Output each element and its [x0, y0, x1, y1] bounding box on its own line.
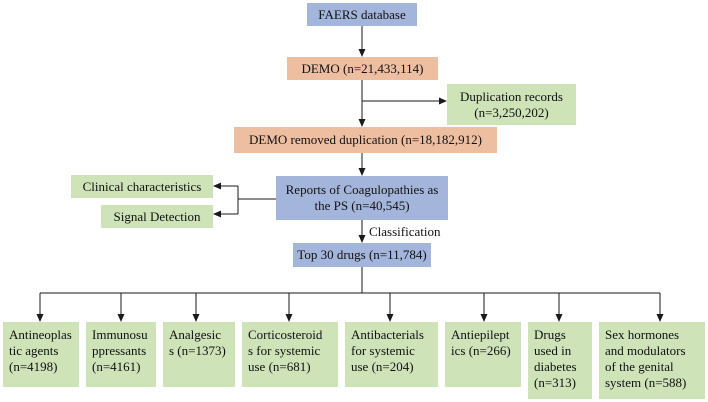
classification-label: Classification: [369, 224, 441, 239]
category-line: and modulators: [605, 343, 686, 358]
category-text: Analgesic s (n=1373): [169, 327, 226, 359]
signal-detection-node: Signal Detection: [101, 205, 213, 228]
category-line: Drugs: [534, 327, 566, 342]
coagulopathies-reports-node: Reports of Coagulopathies as the PS (n=4…: [276, 176, 448, 220]
category-line: use (n=681): [248, 359, 311, 374]
category-text: Antiepilept ics (n=266): [451, 327, 511, 359]
duplication-records-label: Duplication records (n=3,250,202): [460, 88, 563, 120]
category-text: Corticosteroid s for systemic use (n=681…: [248, 327, 322, 375]
demo-removed-duplication-label: DEMO removed duplication (n=18,182,912): [249, 132, 482, 147]
category-line: Corticosteroid: [248, 327, 323, 342]
category-text: Drugs used in diabetes (n=313): [534, 327, 577, 391]
coagulopathies-line-2: the PS (n=40,545): [314, 198, 410, 213]
category-line: for systemic: [351, 343, 415, 358]
category-text: Antibacterials for systemic use (n=204): [351, 327, 424, 375]
top-30-drugs-node: Top 30 drugs (n=11,784): [293, 243, 431, 267]
category-line: Antineoplas: [9, 327, 72, 342]
category-text: Antineoplas tic agents (n=4198): [9, 327, 72, 375]
category-line: Analgesic: [169, 327, 221, 342]
category-line: s (n=1373): [169, 343, 226, 358]
clinical-characteristics-label: Clinical characteristics: [82, 178, 202, 194]
category-line: Immunosu: [92, 327, 148, 342]
category-immunosuppressants: Immunosu ppressants (n=4161): [86, 322, 156, 387]
category-line: Antibacterials: [351, 327, 424, 342]
signal-detection-label: Signal Detection: [113, 208, 201, 224]
category-line: diabetes: [534, 359, 577, 374]
category-antibacterials: Antibacterials for systemic use (n=204): [345, 322, 438, 387]
duplication-records-node: Duplication records (n=3,250,202): [447, 84, 576, 125]
category-line: (n=4198): [9, 359, 58, 374]
category-line: s for systemic: [248, 343, 321, 358]
clinical-characteristics-node: Clinical characteristics: [71, 175, 213, 198]
category-line: use (n=204): [351, 359, 414, 374]
category-line: Antiepilept: [451, 327, 510, 342]
category-line: (n=4161): [92, 359, 141, 374]
demo-label: DEMO (n=21,433,114): [301, 60, 424, 76]
category-text: Sex hormones and modulators of the genit…: [605, 327, 686, 391]
faers-database-label: FAERS database: [318, 6, 406, 22]
category-line: ppressants: [92, 343, 147, 358]
category-line: used in: [534, 343, 572, 358]
category-line: of the genital: [605, 359, 674, 374]
faers-database-node: FAERS database: [307, 3, 417, 26]
category-line: ics (n=266): [451, 343, 511, 358]
top-30-drugs-label: Top 30 drugs (n=11,784): [297, 247, 427, 262]
category-corticosteroids: Corticosteroid s for systemic use (n=681…: [242, 322, 338, 387]
category-antiepileptics: Antiepilept ics (n=266): [445, 322, 521, 387]
category-line: Sex hormones: [605, 327, 680, 342]
category-line: system (n=588): [605, 375, 687, 390]
category-line: tic agents: [9, 343, 59, 358]
category-line: (n=313): [534, 375, 576, 390]
category-drugs-used-in-diabetes: Drugs used in diabetes (n=313): [528, 322, 592, 399]
category-text: Immunosu ppressants (n=4161): [92, 327, 148, 375]
demo-node: DEMO (n=21,433,114): [287, 57, 438, 80]
category-sex-hormones: Sex hormones and modulators of the genit…: [599, 322, 705, 399]
category-analgesics: Analgesic s (n=1373): [163, 322, 235, 387]
category-antineoplastic-agents: Antineoplas tic agents (n=4198): [3, 322, 79, 387]
demo-removed-duplication-node: DEMO removed duplication (n=18,182,912): [234, 127, 497, 153]
coagulopathies-line-1: Reports of Coagulopathies as: [285, 182, 439, 197]
